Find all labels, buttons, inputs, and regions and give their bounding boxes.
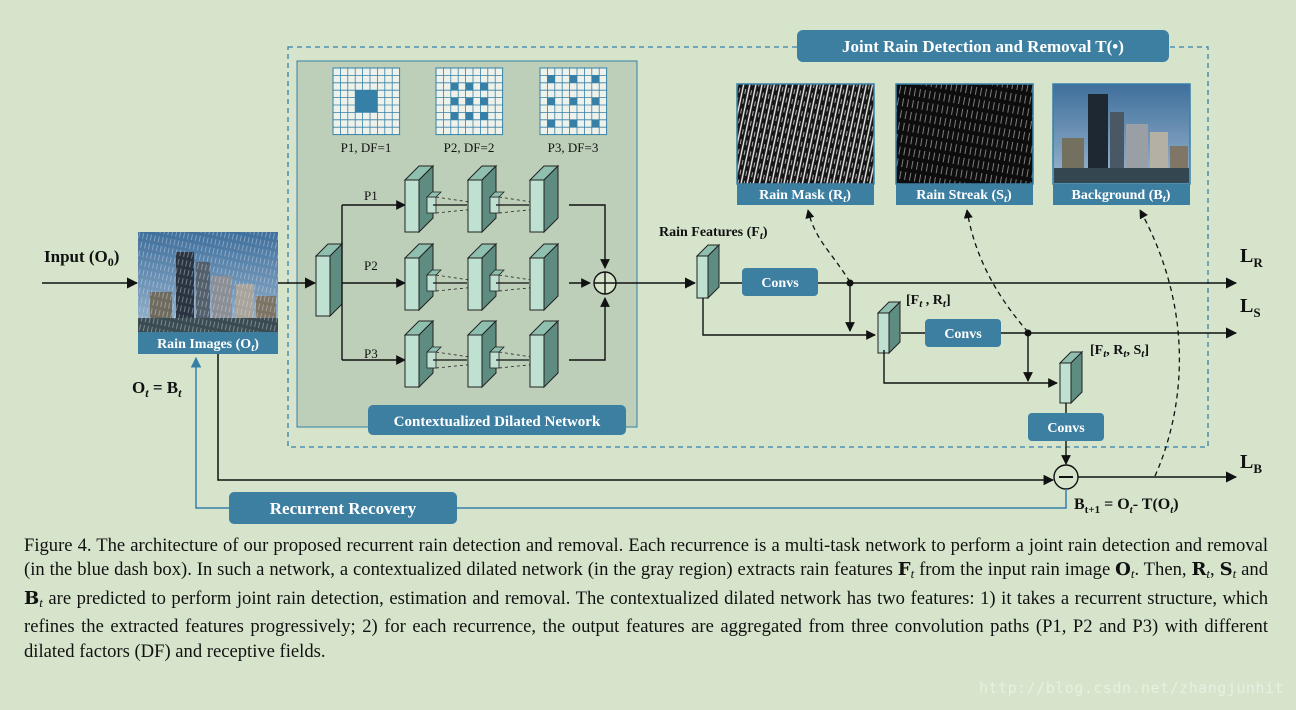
loss-r-label: LR bbox=[1240, 245, 1263, 270]
cdn-input-layer bbox=[314, 242, 344, 318]
rain-mask-label-box bbox=[737, 184, 874, 205]
ft-rt-label: [Ft , Rt] bbox=[906, 293, 951, 310]
grid2-label: P2, DF=2 bbox=[444, 140, 495, 155]
conv-layer-p2-3 bbox=[528, 242, 560, 312]
dilation-grid-p1 bbox=[332, 67, 401, 136]
conv-layer-p1-1 bbox=[403, 164, 477, 234]
rain-streak-label: Rain Streak (St) bbox=[916, 188, 1012, 205]
ft-rt-layer bbox=[876, 300, 902, 355]
grid3-label: P3, DF=3 bbox=[548, 140, 599, 155]
recurrent-recovery-label: Recurrent Recovery bbox=[270, 499, 417, 518]
rain-image bbox=[138, 232, 278, 332]
dilation-grid-p3 bbox=[539, 67, 608, 136]
convs-box-1 bbox=[742, 268, 818, 296]
conv-layer-p3-3 bbox=[528, 319, 560, 389]
rain-streak-image bbox=[895, 83, 1034, 185]
rain-mask-label: Rain Mask (Rt) bbox=[759, 188, 851, 205]
background-image bbox=[1052, 83, 1191, 185]
background-label-box bbox=[1053, 184, 1190, 205]
grid1-label: P1, DF=1 bbox=[341, 140, 392, 155]
cdn-label-box bbox=[368, 405, 626, 435]
ot-equals-bt: Ot = Bt bbox=[132, 378, 182, 400]
path-p3-label: P3 bbox=[364, 346, 378, 361]
background-label: Background (Bt) bbox=[1072, 188, 1171, 205]
loss-b-label: LB bbox=[1240, 451, 1262, 476]
rain-images-label-box bbox=[138, 332, 278, 354]
convs-label-1: Convs bbox=[761, 276, 799, 291]
rain-mask-image bbox=[736, 83, 875, 185]
convs-box-2 bbox=[925, 319, 1001, 347]
path-p1-label: P1 bbox=[364, 188, 378, 203]
recurrent-recovery-box bbox=[229, 492, 457, 524]
convs-label-3: Convs bbox=[1047, 421, 1085, 436]
joint-detection-title-box bbox=[797, 30, 1169, 62]
joint-detection-dash-box bbox=[287, 46, 1209, 448]
figure-caption: Figure 4. The architecture of our propos… bbox=[24, 535, 1268, 662]
rain-streak-label-box bbox=[896, 184, 1033, 205]
dilation-grid-p2 bbox=[435, 67, 504, 136]
conv-layer-p3-1 bbox=[403, 319, 477, 389]
rain-features-layer bbox=[695, 243, 721, 300]
path-p2-label: P2 bbox=[364, 258, 378, 273]
minus-node bbox=[1053, 464, 1079, 490]
conv-layer-p2-2 bbox=[466, 242, 539, 312]
joint-detection-title: Joint Rain Detection and Removal T(•) bbox=[842, 37, 1124, 56]
convs-box-3 bbox=[1028, 413, 1104, 441]
input-label: Input (O0) bbox=[44, 247, 119, 269]
convs-label-2: Convs bbox=[944, 327, 982, 342]
loss-s-label: LS bbox=[1240, 295, 1261, 320]
conv-layer-p1-2 bbox=[466, 164, 539, 234]
ft-rt-st-label: [Ft, Rt, St] bbox=[1090, 343, 1149, 360]
watermark: http://blog.csdn.net/zhangjunhit bbox=[979, 679, 1284, 697]
ft-rt-st-layer bbox=[1058, 350, 1084, 405]
conv-layer-p3-2 bbox=[466, 319, 539, 389]
architecture-diagram: Joint Rain Detection and Removal T(•) Co… bbox=[42, 30, 1263, 524]
cdn-label: Contextualized Dilated Network bbox=[394, 414, 601, 430]
rain-features-label: Rain Features (Ft) bbox=[659, 225, 768, 242]
conv-layer-p2-1 bbox=[403, 242, 477, 312]
conv-layer-p1-3 bbox=[528, 164, 560, 234]
sum-node bbox=[593, 271, 617, 295]
bt1-equation: Bt+1 = Ot- T(Ot) bbox=[1074, 496, 1179, 516]
rain-images-label: Rain Images (Ot) bbox=[157, 337, 259, 354]
